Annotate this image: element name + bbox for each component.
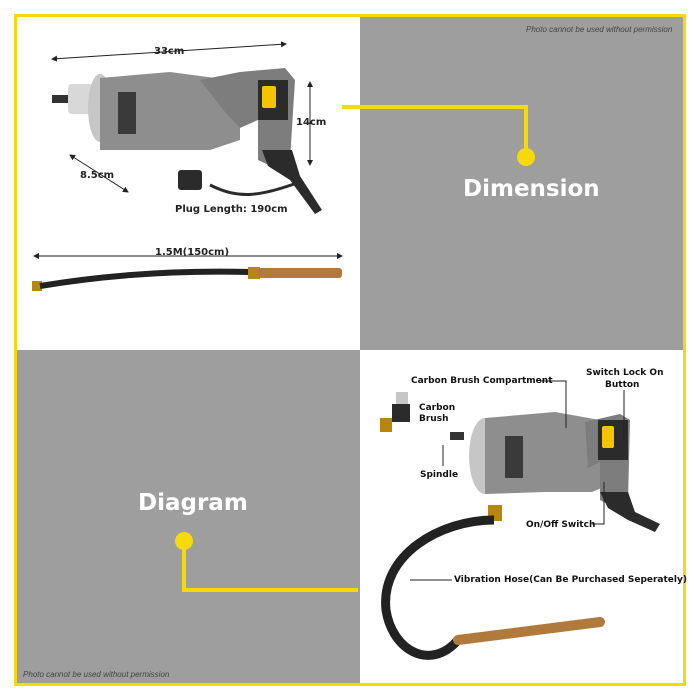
copyright-notice-bottom: Photo cannot be used without permission	[23, 670, 170, 679]
vibration-hose-image	[32, 267, 342, 291]
carbon-brush-label-line2: Brush	[419, 414, 449, 424]
dimension-gray-panel	[360, 17, 683, 350]
switch-lock-label-line1: Switch Lock On	[586, 368, 664, 378]
vibrator-tool-image	[52, 68, 322, 214]
vibration-hose-diagram-image	[381, 505, 605, 660]
plug-length-label: Plug Length: 190cm	[175, 204, 288, 215]
height-label: 14cm	[296, 117, 327, 128]
dimension-connector	[342, 105, 535, 166]
length-arrow-icon	[51, 41, 287, 62]
copyright-notice-top: Photo cannot be used without permission	[526, 25, 673, 34]
yellow-frame	[14, 14, 686, 686]
on-off-switch-label: On/Off Switch	[526, 520, 596, 530]
vibration-hose-label: Vibration Hose(Can Be Purchased Seperate…	[454, 575, 687, 585]
diagram-leaders	[410, 380, 625, 581]
carbon-brush-compartment-label: Carbon Brush Compartment	[411, 376, 553, 386]
diagram-connector	[175, 532, 358, 592]
length-label: 33cm	[154, 46, 185, 57]
hose-length-label: 1.5M(150cm)	[155, 247, 230, 258]
dimension-title: Dimension	[463, 176, 600, 202]
diagram-title: Diagram	[138, 490, 248, 516]
diagram-gray-panel	[17, 350, 360, 683]
switch-lock-label-line2: Button	[605, 380, 640, 390]
carbon-brush-image	[380, 392, 410, 432]
vibrator-tool-diagram-image	[450, 412, 660, 532]
width-label: 8.5cm	[80, 170, 115, 181]
carbon-brush-label-line1: Carbon	[419, 403, 456, 413]
spindle-label: Spindle	[420, 470, 459, 480]
width-arrow-icon	[69, 154, 129, 193]
